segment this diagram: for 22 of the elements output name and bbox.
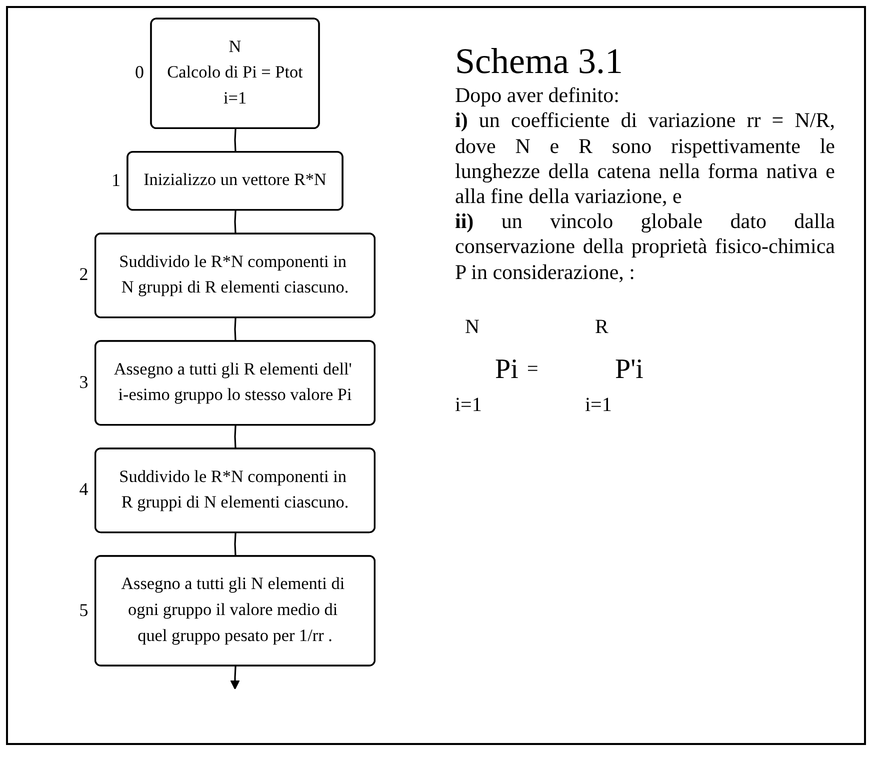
formula-text: Pi [495, 352, 518, 386]
step-number: 0 [134, 62, 144, 84]
formula-text: P'i [615, 352, 644, 386]
formula-text: i=1 [455, 392, 482, 417]
step-number: 4 [79, 479, 88, 500]
formula-text: i=1 [585, 392, 612, 417]
process-box: Assegno a tutti gli N elementi di ogni gruppo il valore medio di quel gruppo pesato per 1/rr . [94, 555, 376, 666]
formula-text: R [595, 314, 608, 339]
formula-text: N [465, 314, 480, 339]
step-number: 2 [79, 264, 88, 286]
process-box: Inizializzo un vettore R*N [126, 151, 344, 211]
paragraph: Dopo aver definito: [455, 83, 620, 108]
title: Schema 3.1 [455, 40, 624, 83]
step-number: 1 [111, 170, 120, 191]
process-box: Suddivido le R*N componenti in R gruppi di N elementi ciascuno. [94, 448, 376, 534]
paragraph: ii) un vincolo globale dato dalla conservazione della proprietà fisico-chimica P in considerazione, : [455, 209, 835, 285]
process-box: Suddivido le R*N componenti in N gruppi di R elementi ciascuno. [94, 232, 376, 318]
step-number: 5 [79, 600, 88, 621]
step-number: 3 [79, 372, 88, 393]
process-box: N Calcolo di Pi = Ptot i=1 [150, 18, 320, 130]
process-box: Assegno a tutti gli R elementi dell' i-esimo gruppo lo stesso valore Pi [94, 340, 376, 426]
formula-text: = [527, 356, 538, 381]
